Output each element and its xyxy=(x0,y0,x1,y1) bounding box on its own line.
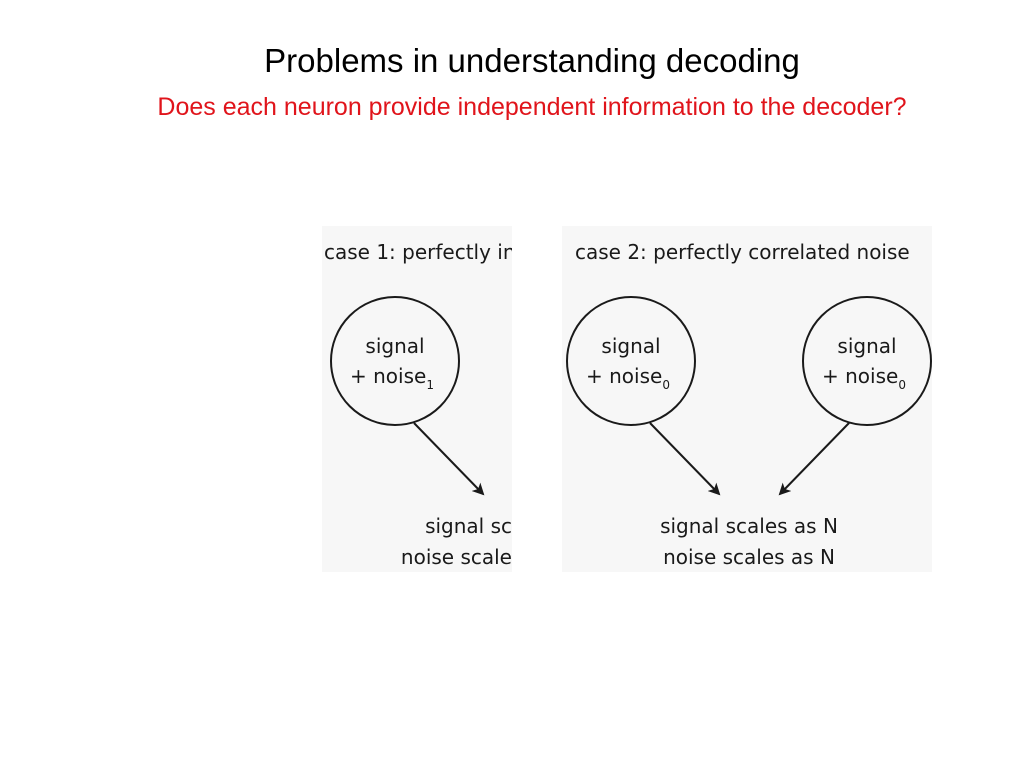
case2-left-neuron-noise-label: + noise0 xyxy=(586,364,670,392)
figure-canvas: case 1: perfectly in signal + noise1 sig… xyxy=(324,240,932,569)
case2-result-signal: signal scales as N xyxy=(660,514,838,538)
case2-left-neuron-signal-label: signal xyxy=(601,334,660,358)
case2-header: case 2: perfectly correlated noise xyxy=(575,240,910,264)
case1-header: case 1: perfectly in xyxy=(324,240,516,264)
figure-crop-gap xyxy=(512,226,562,572)
case1-result-signal: signal sc xyxy=(425,514,512,538)
slide-title: Problems in understanding decoding xyxy=(264,42,800,79)
case2-right-neuron-signal-label: signal xyxy=(837,334,896,358)
case1-neuron-circle xyxy=(330,296,460,426)
case2-left-neuron-circle xyxy=(566,296,696,426)
case2-right-arrow xyxy=(778,422,850,496)
slide-subtitle: Does each neuron provide independent inf… xyxy=(157,93,907,121)
case1-neuron-noise-label: + noise1 xyxy=(350,364,434,392)
case1-arrow xyxy=(413,422,485,496)
case2-result-noise: noise scales as N xyxy=(663,545,835,569)
case2-left-arrow xyxy=(649,422,721,496)
case1-neuron-signal-label: signal xyxy=(365,334,424,358)
case2-right-neuron-circle xyxy=(802,296,932,426)
case1-result-noise: noise scale xyxy=(401,545,512,569)
case2-right-neuron-noise-label: + noise0 xyxy=(822,364,906,392)
noise-correlation-figure: case 1: perfectly in signal + noise1 sig… xyxy=(322,226,932,572)
